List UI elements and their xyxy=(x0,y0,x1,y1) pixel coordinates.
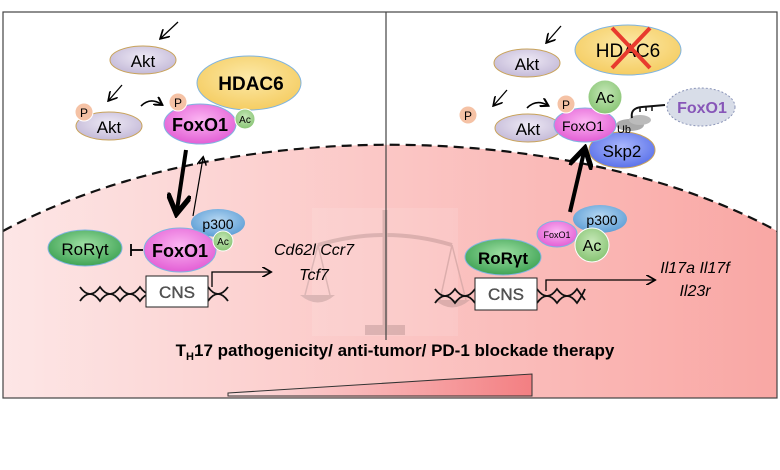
rorgt-label: RoRγt xyxy=(61,240,109,259)
foxo1-label: FoxO1 xyxy=(172,115,228,135)
ubiquitin-chain xyxy=(616,104,666,131)
caption-t: T xyxy=(176,341,187,360)
nuclear-export-arrow xyxy=(192,158,203,217)
nuclear-export-arrow xyxy=(568,152,584,213)
ac-label: Ac xyxy=(596,90,615,107)
p300-label: p300 xyxy=(586,212,617,228)
cns-box: CNS xyxy=(145,275,209,308)
inhibition-bar xyxy=(130,244,143,256)
foxo1-cytoplasm: FoxO1 P Ac Ub xyxy=(553,79,631,143)
akt: Akt xyxy=(493,48,561,78)
akt-label: Akt xyxy=(516,120,541,139)
arrow xyxy=(494,89,508,105)
target-genes: Cd62l Ccr7 xyxy=(274,242,355,259)
skp2-label: Skp2 xyxy=(603,142,642,161)
target-genes: Il17a Il17f xyxy=(660,260,731,277)
cns-box: CNS xyxy=(474,277,538,311)
phospho-label: P xyxy=(464,109,472,123)
caption-subscript: H xyxy=(186,351,194,363)
balance-scale-icon xyxy=(300,208,470,336)
curved-arrow xyxy=(526,103,547,109)
p300-label: p300 xyxy=(202,216,233,232)
ub-label: Ub xyxy=(617,124,631,136)
nuclear-import-arrow xyxy=(177,149,186,210)
foxo1-label: FoxO1 xyxy=(152,241,208,261)
right-panel: Akt HDAC6 Akt P Skp2 xyxy=(434,24,736,311)
rorgt-label: RoRγt xyxy=(478,249,528,268)
hdac6-knockout: HDAC6 xyxy=(574,24,682,76)
curved-arrow xyxy=(140,101,161,107)
akt-label: Akt xyxy=(97,118,122,137)
deletion-x-icon xyxy=(610,26,652,70)
foxo1-nucleus: FoxO1 Ac xyxy=(536,220,610,263)
phospho-akt: Akt P xyxy=(458,105,562,143)
transcription-arrow xyxy=(545,280,654,291)
transcription-arrow xyxy=(211,272,270,287)
akt-label: Akt xyxy=(515,55,540,74)
target-genes: Tcf7 xyxy=(299,267,330,284)
left-panel: Akt Akt P HDAC6 FoxO1 P Ac p300 xyxy=(47,21,355,308)
degraded-foxo1-label: FoxO1 xyxy=(677,100,727,117)
phospho-label: P xyxy=(80,106,88,120)
caption: TH17 pathogenicity/ anti-tumor/ PD-1 blo… xyxy=(176,341,615,363)
hdac6-label: HDAC6 xyxy=(218,74,283,95)
gradient-wedge xyxy=(227,373,533,397)
foxo1-label: FoxO1 xyxy=(562,118,604,134)
nuclear-membrane xyxy=(2,143,778,232)
hdac6: HDAC6 xyxy=(196,55,302,111)
phospho-label: P xyxy=(174,96,182,110)
foxo1-label: FoxO1 xyxy=(543,230,570,240)
degraded-foxo1: FoxO1 xyxy=(666,87,736,127)
ac-label: Ac xyxy=(217,237,229,248)
akt: Akt xyxy=(109,45,177,75)
dna-helix xyxy=(434,287,586,305)
rorgt: RoRγt xyxy=(47,229,123,267)
p300: p300 xyxy=(191,209,245,237)
rorgt: RoRγt xyxy=(464,238,542,276)
arrow xyxy=(109,84,123,100)
skp2: Skp2 xyxy=(588,131,656,169)
p300: p300 xyxy=(573,205,627,233)
ac-label: Ac xyxy=(239,115,251,126)
arrow xyxy=(161,21,179,38)
arrow xyxy=(547,25,562,42)
cns-label: CNS xyxy=(488,285,524,304)
caption-text: 17 pathogenicity/ anti-tumor/ PD-1 block… xyxy=(194,341,615,360)
foxo1-cytoplasm: FoxO1 P Ac xyxy=(163,92,256,145)
target-genes: Il23r xyxy=(679,283,711,300)
figure-frame xyxy=(2,11,778,399)
phospho-akt: Akt P xyxy=(74,102,143,141)
cns-label: CNS xyxy=(159,283,195,302)
phospho-label: P xyxy=(562,98,570,112)
akt-label: Akt xyxy=(131,52,156,71)
ac-label: Ac xyxy=(583,238,602,255)
foxo1-nucleus: FoxO1 Ac xyxy=(143,227,234,273)
